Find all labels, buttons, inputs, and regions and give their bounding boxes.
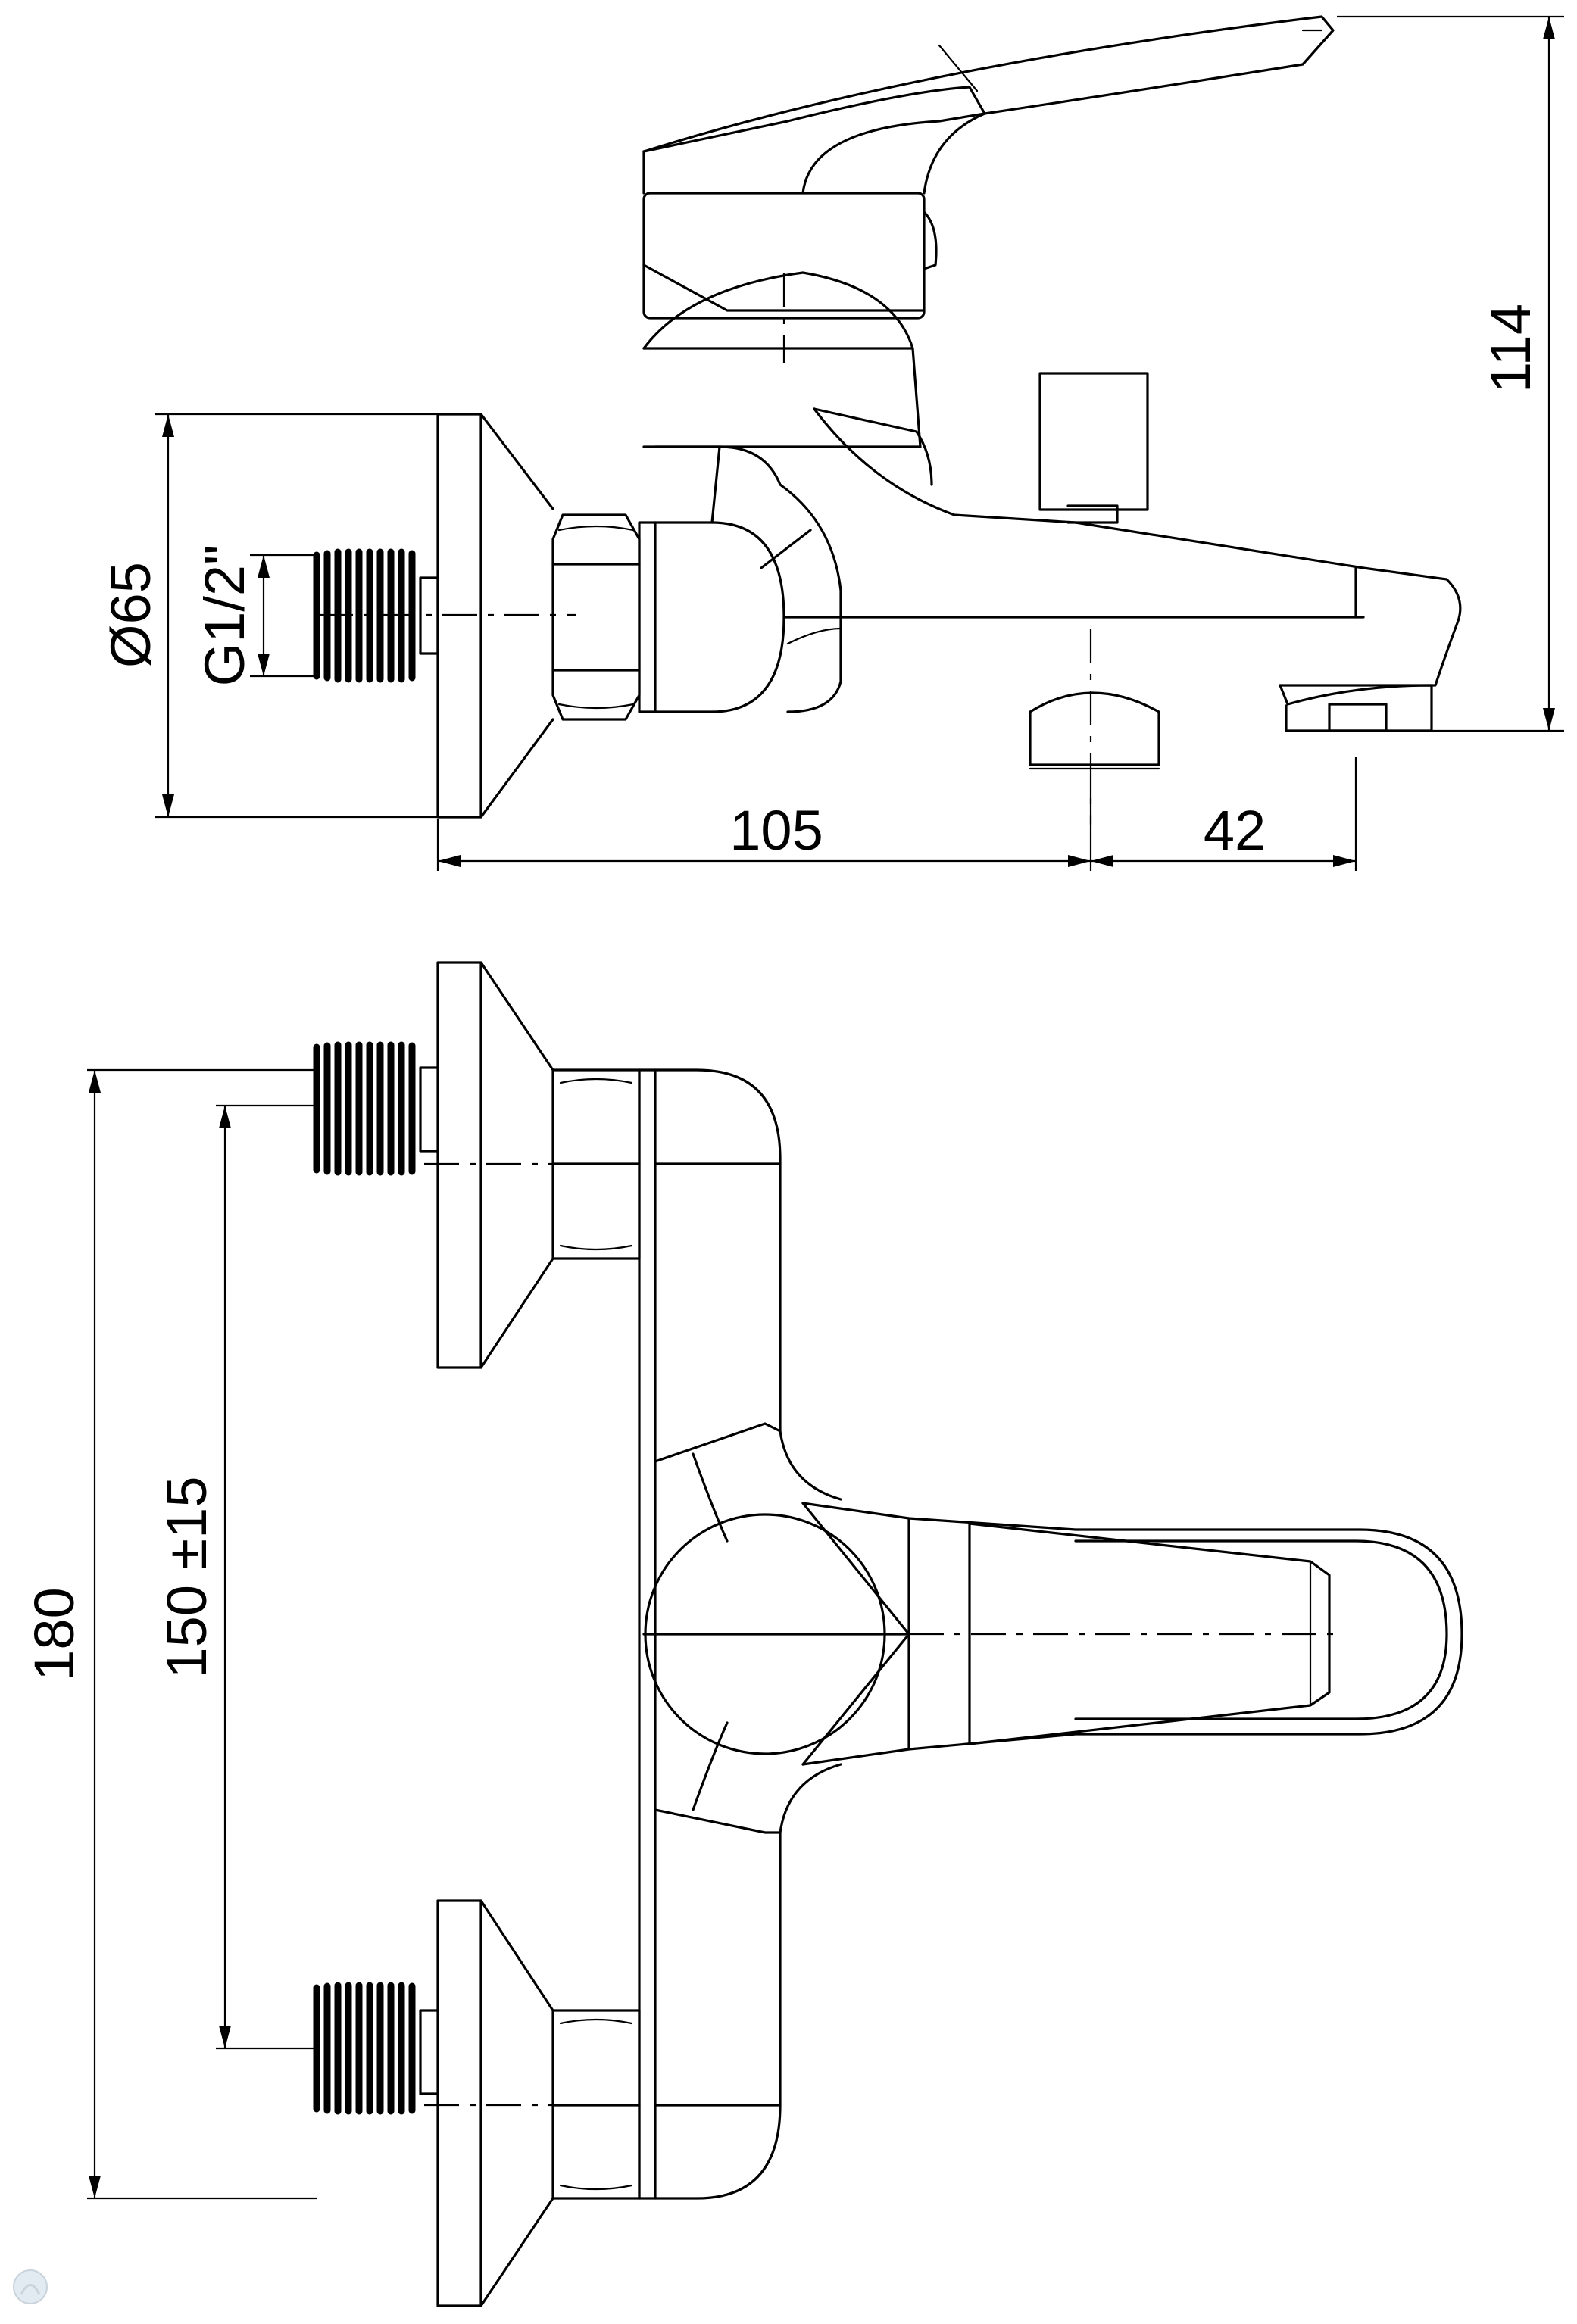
diverter-knob-side bbox=[1038, 372, 1149, 511]
dimension-center-distance-top: 150 ±15 bbox=[155, 1104, 317, 2050]
dimension-overall-length-top: 180 bbox=[23, 1068, 317, 2200]
dimension-height-side: 114 bbox=[1337, 15, 1564, 732]
wall-flange-top-lower bbox=[313, 1899, 641, 2307]
dim-spout-offset-label: 42 bbox=[1204, 799, 1266, 862]
mixer-body-side bbox=[638, 445, 1365, 713]
dimension-flange-diameter: Ø65 bbox=[99, 413, 438, 819]
dim-center-distance-label: 150 ±15 bbox=[155, 1477, 218, 1679]
top-view: 180 150 ±15 bbox=[23, 961, 1463, 2307]
dim-flange-diameter-label: Ø65 bbox=[99, 562, 162, 668]
dim-overall-length-label: 180 bbox=[23, 1587, 86, 1680]
wall-flange-top-upper bbox=[313, 961, 641, 1369]
aerator-side bbox=[1029, 691, 1160, 770]
dim-thread-label: G1/2" bbox=[193, 545, 256, 687]
dimension-width-side: 105 42 bbox=[436, 757, 1357, 871]
spout-side bbox=[813, 407, 1462, 732]
mixer-body-top bbox=[638, 1068, 842, 2200]
lever-handle-side bbox=[642, 15, 1335, 195]
side-view: 114 Ø65 G1/2" 105 42 bbox=[99, 15, 1564, 871]
dimension-thread: G1/2" bbox=[193, 545, 317, 687]
cartridge-side bbox=[642, 192, 938, 448]
cartridge-top bbox=[642, 1502, 910, 1766]
dim-height-label: 114 bbox=[1479, 304, 1542, 393]
hex-nut-side bbox=[551, 513, 641, 721]
dim-width-label: 105 bbox=[729, 799, 823, 862]
logo-mark bbox=[13, 2269, 48, 2304]
lever-handle-top bbox=[801, 1502, 1463, 1766]
